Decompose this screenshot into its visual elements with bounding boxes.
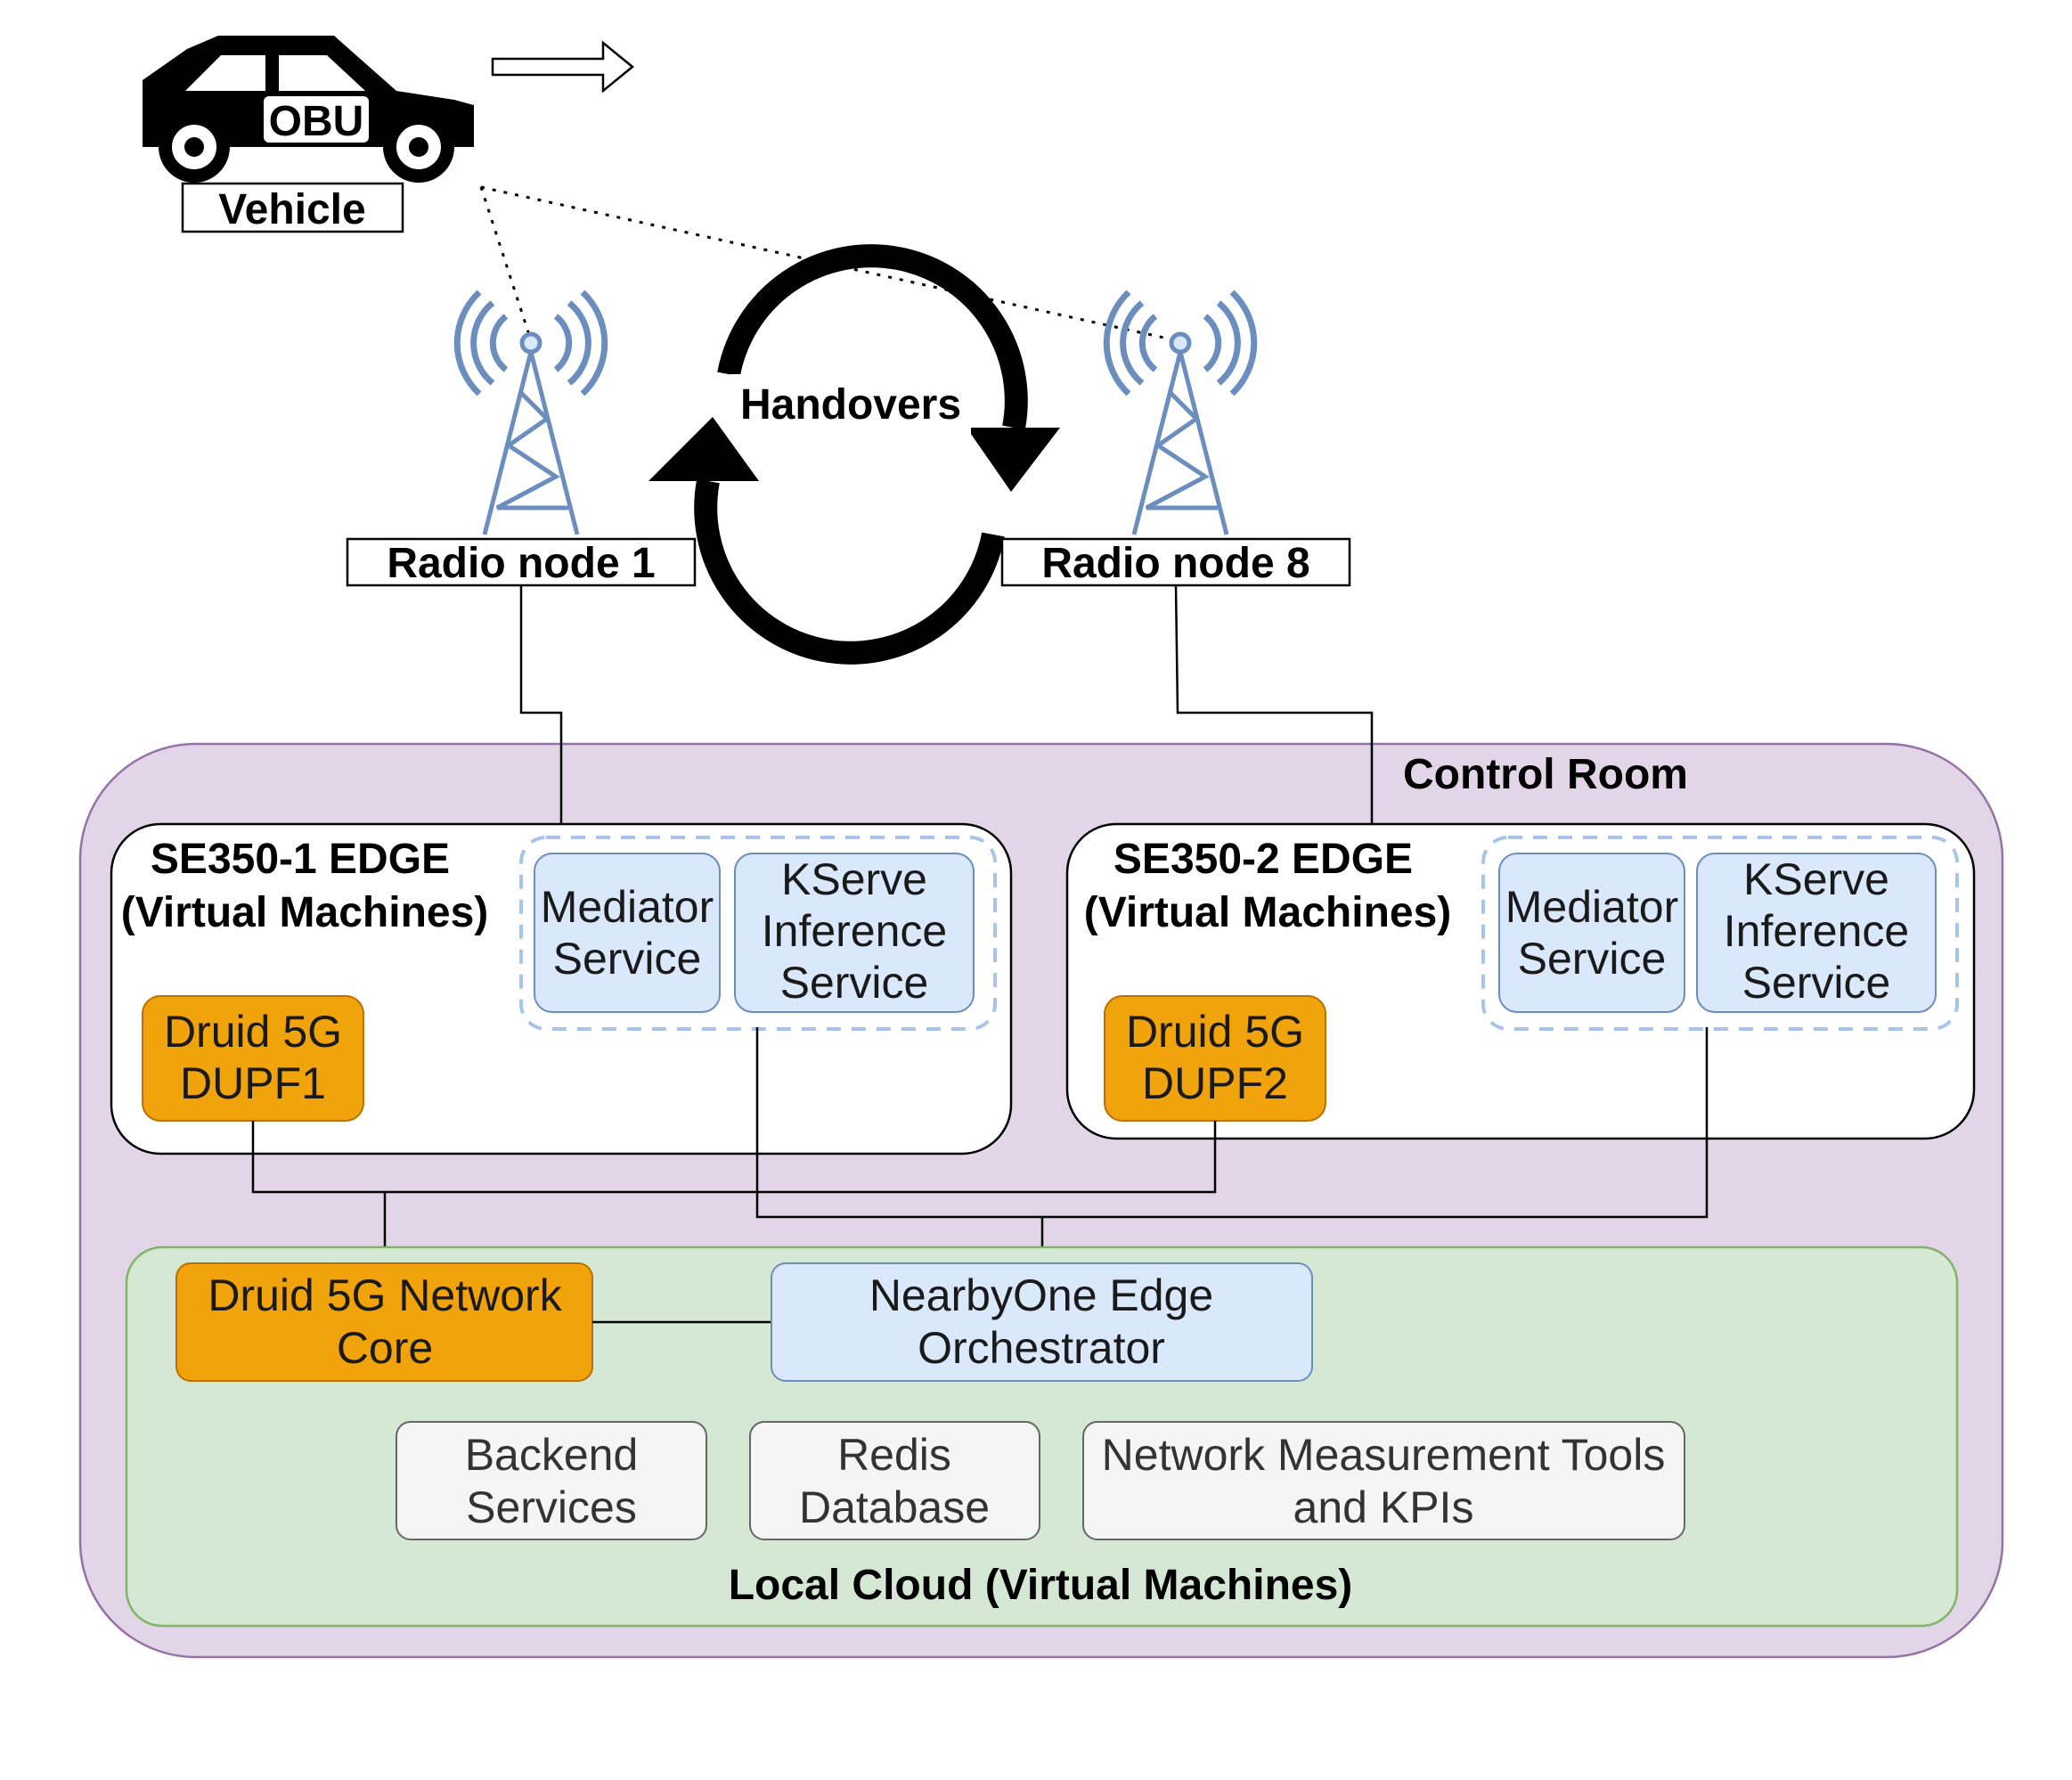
- backend-services-box: [396, 1421, 707, 1540]
- edge-2-title-line1: SE350-2 EDGE: [1113, 836, 1413, 883]
- edge-2-mediator-line1: Mediator: [1505, 882, 1679, 932]
- edge-1-kserve-box: [734, 853, 975, 1013]
- measurement-tools-line2: and KPIs: [1293, 1482, 1474, 1532]
- network-core-line1: Druid 5G Network: [208, 1270, 562, 1320]
- car-icon: [143, 36, 474, 183]
- backend-services-line1: Backend: [465, 1430, 639, 1480]
- redis-database-line2: Database: [799, 1482, 990, 1532]
- radio-node-8-label: Radio node 8: [1041, 540, 1309, 587]
- edge-2-ai-group: [1481, 836, 1959, 1031]
- edge-1-title-line1: SE350-1 EDGE: [151, 836, 450, 883]
- edge-1-upf-line2: DUPF1: [180, 1058, 326, 1108]
- edge-1-mediator-box: [534, 853, 721, 1013]
- backend-services-line2: Services: [466, 1482, 637, 1532]
- orchestrator-box: [771, 1262, 1313, 1382]
- orchestrator-line2: Orchestrator: [918, 1323, 1165, 1373]
- vehicle-label: Vehicle: [218, 186, 365, 233]
- obu-badge: [264, 96, 369, 143]
- radio-node-1-label: Radio node 1: [387, 540, 655, 587]
- measurement-tools-line1: Network Measurement Tools: [1102, 1430, 1666, 1480]
- redis-database-line1: Redis: [837, 1430, 951, 1480]
- edge-1-kserve-line2: Inference: [762, 906, 947, 956]
- network-core-line2: Core: [337, 1323, 433, 1373]
- edge-2-kserve-box: [1696, 853, 1937, 1013]
- radio-node-1-link: [519, 585, 563, 824]
- edge-1-mediator-line1: Mediator: [541, 882, 714, 932]
- edge-1-kserve-line1: KServe: [781, 854, 927, 904]
- measurement-tools-box: [1082, 1421, 1685, 1540]
- radio-node-8-box: [1000, 537, 1351, 587]
- redis-database-box: [749, 1421, 1040, 1540]
- obu-label: OBU: [269, 98, 364, 145]
- radio-node-8-link: [1174, 584, 1374, 824]
- edge-2-upf-line1: Druid 5G: [1126, 1007, 1304, 1057]
- vehicle-label-box: [181, 182, 404, 233]
- edge-2-upf-line2: DUPF2: [1142, 1058, 1288, 1108]
- edge-2-kserve-line2: Inference: [1724, 906, 1909, 956]
- local-cloud-title: Local Cloud (Virtual Machines): [729, 1562, 1353, 1609]
- edge-1-mediator-line2: Service: [553, 934, 702, 984]
- edge-1-title-line2: (Virtual Machines): [121, 889, 489, 936]
- orchestrator-line1: NearbyOne Edge: [869, 1270, 1213, 1320]
- edge-2-kserve-line1: KServe: [1743, 854, 1889, 904]
- edge-1-upf-line1: Druid 5G: [164, 1007, 342, 1057]
- radio-tower-icon-1: [457, 292, 605, 535]
- edge-2-mediator-line2: Service: [1518, 934, 1667, 984]
- edge-1-kserve-line3: Service: [780, 958, 929, 1008]
- radio-link-8: [480, 185, 1177, 342]
- handovers-label: Handovers: [740, 381, 961, 429]
- vehicle-group: OBU Vehicle: [143, 36, 634, 233]
- handover-cycle-icon: [649, 244, 1060, 665]
- control-room-title: Control Room: [1403, 751, 1688, 798]
- direction-arrow-icon: [491, 40, 634, 94]
- edge-2-kserve-line3: Service: [1742, 958, 1891, 1008]
- edge-2-title-line2: (Virtual Machines): [1084, 889, 1452, 936]
- edge-2-mediator-box: [1498, 853, 1685, 1013]
